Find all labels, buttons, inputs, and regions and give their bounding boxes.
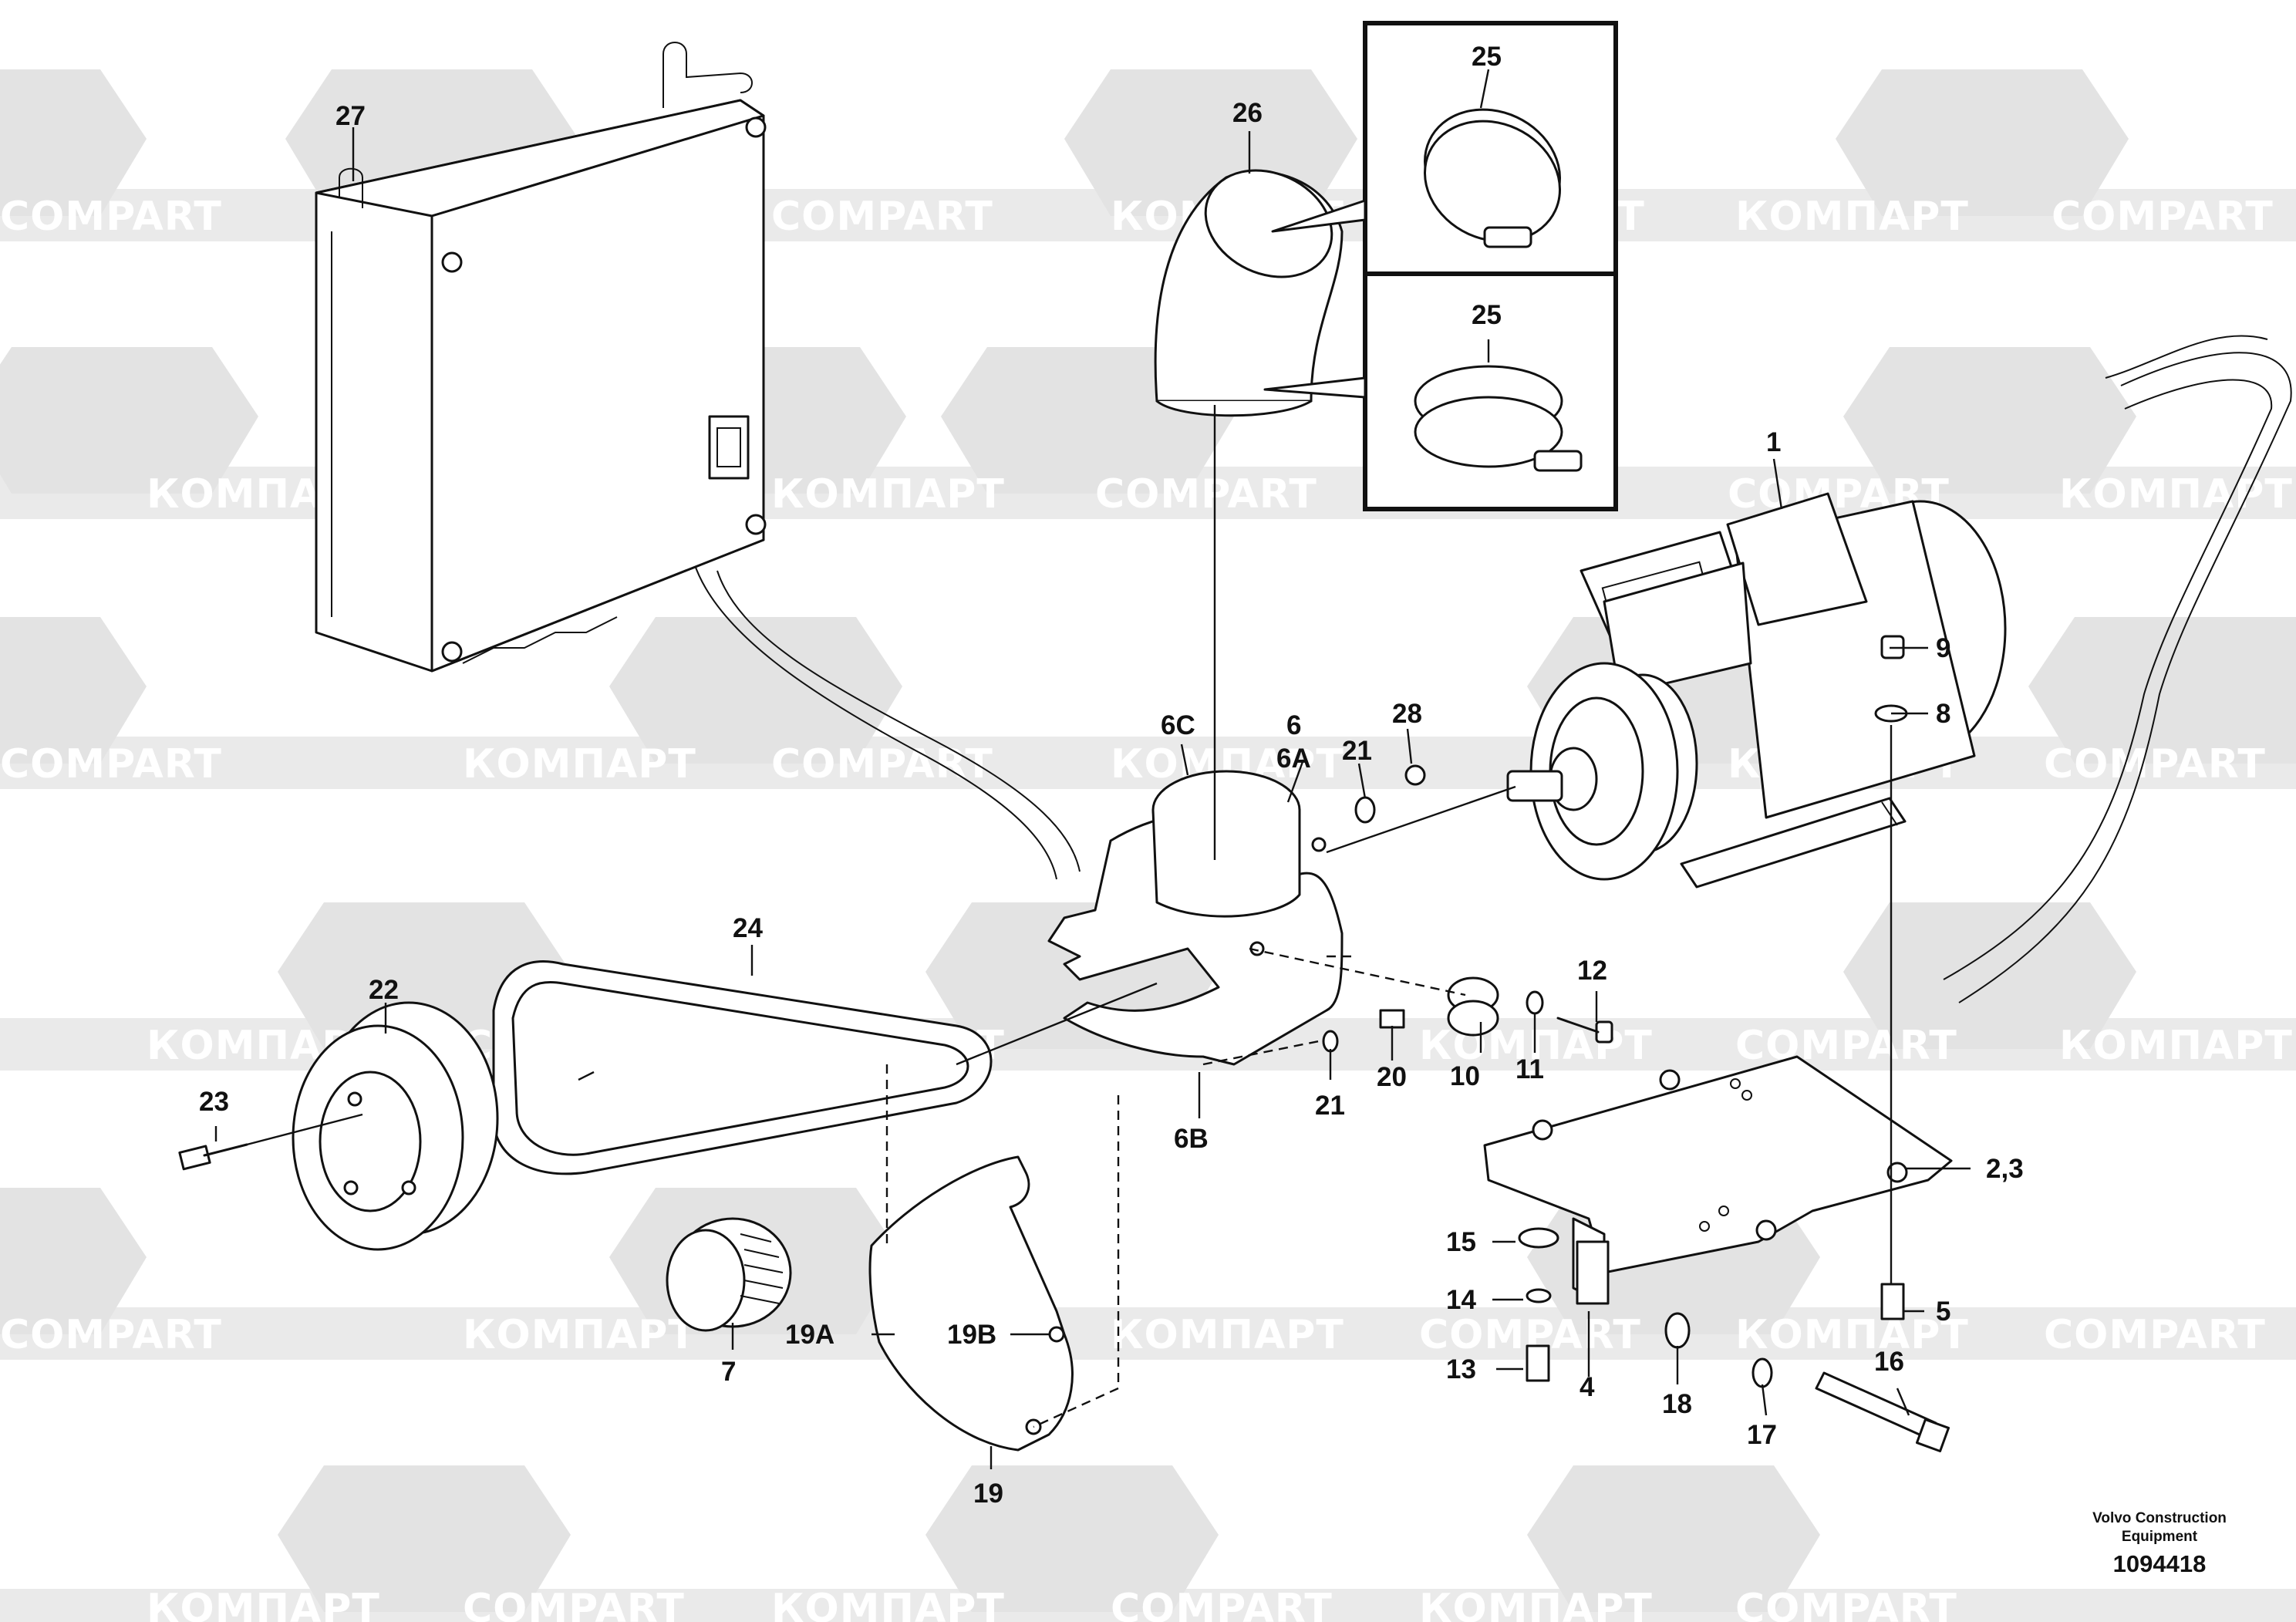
pulley [292, 1001, 499, 1251]
clamp-detail-box [1263, 21, 1618, 511]
watermark-text: КОМПАРТ [1735, 1312, 1969, 1358]
watermark-text: КОМПАРТ [463, 741, 696, 787]
watermark-text: COMPART [0, 194, 222, 240]
callout-18: 18 [1662, 1389, 1692, 1419]
watermark-text: КОМПАРТ [1735, 194, 1969, 240]
callout-14: 14 [1446, 1285, 1476, 1315]
generator [1506, 492, 2007, 889]
watermark-text: КОМПАРТ [2059, 471, 2293, 518]
callout-6C: 6C [1161, 710, 1195, 740]
hose-upper [2105, 335, 2268, 379]
watermark-text: COMPART [771, 741, 993, 787]
callout-23: 23 [199, 1087, 229, 1117]
manufacturer-credit-line2: Equipment [2122, 1529, 2198, 1545]
callout-19B: 19B [947, 1320, 996, 1350]
callout-4: 4 [1580, 1372, 1595, 1402]
callout-9: 9 [1936, 633, 1950, 663]
fan-housing [1047, 770, 1344, 1066]
callout-25-bottom: 25 [1472, 300, 1502, 330]
watermark-text: COMPART [0, 741, 222, 787]
callout-16: 16 [1874, 1347, 1904, 1377]
watermark-text: COMPART [2044, 741, 2266, 787]
callout-19: 19 [973, 1479, 1003, 1509]
parts-layer [178, 21, 2292, 1453]
callout-6A: 6A [1276, 744, 1311, 774]
callout-19A: 19A [785, 1320, 834, 1350]
callout-27: 27 [335, 101, 366, 131]
callout-24: 24 [733, 913, 763, 943]
manufacturer-credit-line1: Volvo Construction [2092, 1510, 2227, 1526]
watermark-text: COMPART [0, 1312, 222, 1358]
callout-20: 20 [1377, 1062, 1407, 1092]
watermark-text: COMPART [771, 194, 993, 240]
watermark-text: COMPART [2052, 194, 2274, 240]
callout-11: 11 [1515, 1054, 1544, 1084]
watermark-text: КОМПАРТ [2059, 1023, 2293, 1069]
callout-21-top: 21 [1342, 736, 1372, 766]
idler-pulley [666, 1217, 792, 1332]
watermark-text: COMPART [2044, 1312, 2266, 1358]
leader-lines [214, 69, 1971, 1469]
fasteners [178, 635, 1950, 1453]
watermark-text: COMPART [1111, 1586, 1333, 1622]
watermark-text: КОМПАРТ [771, 1586, 1005, 1622]
watermark-text: COMPART [1735, 1023, 1957, 1069]
mounting-plate [1483, 1055, 1953, 1305]
watermark-text: КОМПАРТ [771, 471, 1005, 518]
callout-22: 22 [369, 975, 399, 1005]
callout-25-top: 25 [1472, 42, 1502, 72]
watermark-text: COMPART [463, 1586, 685, 1622]
control-box [315, 42, 767, 673]
callout-13: 13 [1446, 1354, 1476, 1384]
watermark-text: КОМПАРТ [463, 1312, 696, 1358]
drive-belt [492, 960, 993, 1175]
footer: Volvo Construction Equipment 1094418 [2092, 1510, 2227, 1577]
callout-6B: 6B [1174, 1124, 1209, 1154]
callout-8: 8 [1936, 699, 1950, 729]
callout-28: 28 [1392, 699, 1422, 729]
callout-1: 1 [1766, 427, 1781, 457]
watermark-text: КОМПАРТ [147, 1586, 380, 1622]
document-number: 1094418 [2113, 1550, 2207, 1577]
belt-guard [868, 1155, 1074, 1452]
callout-17: 17 [1747, 1420, 1777, 1450]
callout-labels: 27 26 25 25 1 9 8 6C 6 6A 21 28 12 10 11… [199, 42, 2024, 1509]
watermark-text: COMPART [1735, 1586, 1957, 1622]
watermark-text: КОМПАРТ [1419, 1586, 1653, 1622]
hose-left [693, 562, 1081, 880]
watermark-text: COMPART [1095, 471, 1317, 518]
callout-5: 5 [1936, 1297, 1950, 1327]
hose-right [1943, 352, 2292, 1003]
callout-10: 10 [1450, 1061, 1480, 1091]
callout-21-bottom: 21 [1315, 1091, 1345, 1121]
watermark-text: КОМПАРТ [1111, 1312, 1344, 1358]
callout-12: 12 [1577, 956, 1607, 986]
callout-7: 7 [721, 1357, 736, 1387]
callout-15: 15 [1446, 1227, 1476, 1257]
callout-6: 6 [1286, 710, 1301, 740]
callout-26: 26 [1232, 98, 1263, 128]
callout-2-3: 2,3 [1986, 1154, 2024, 1184]
